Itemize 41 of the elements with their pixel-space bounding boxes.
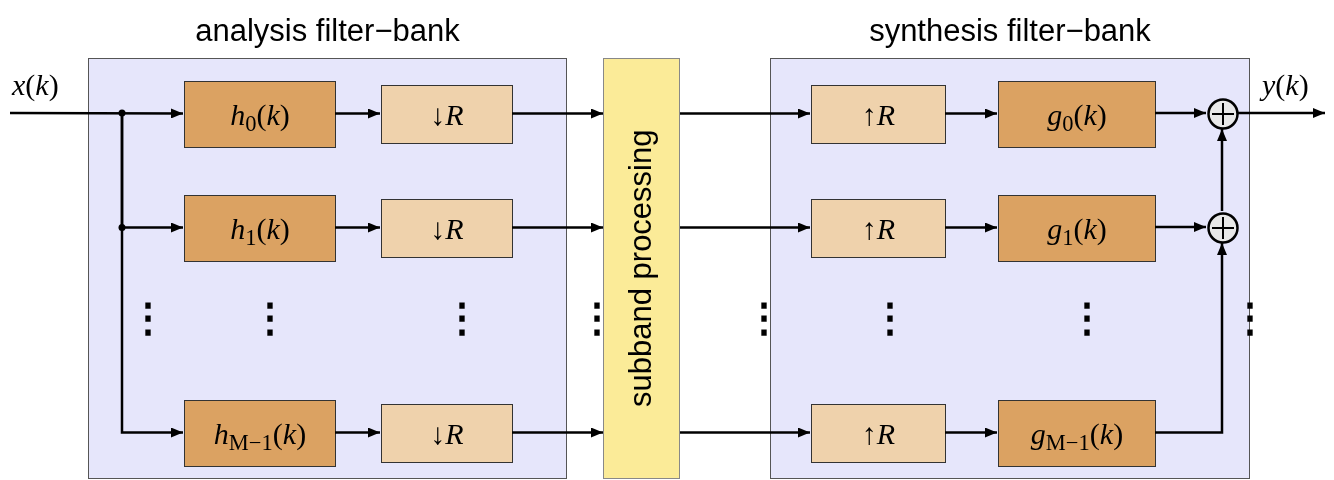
signal-arrow xyxy=(512,427,603,438)
panel-heading: analysis filter−bank xyxy=(194,12,461,50)
ellipsis-dots: ⋮ xyxy=(870,298,910,338)
signal-arrow xyxy=(1155,108,1206,118)
signal-arrow xyxy=(335,108,380,119)
ellipsis-dots: ⋮ xyxy=(744,298,784,338)
signal-arrow xyxy=(680,427,810,438)
rate-change-block: ↑R xyxy=(811,85,946,144)
signal-arrow xyxy=(10,108,183,119)
filter-block: h$_{M−1}$(k) xyxy=(184,400,336,467)
signal-arrow xyxy=(120,113,183,438)
signal-arrow xyxy=(680,222,810,233)
signal-arrow xyxy=(1238,108,1325,118)
ellipsis-dots: ⋮ xyxy=(128,298,168,338)
processing-block: subband processing xyxy=(603,58,680,479)
rate-change-block: ↑R xyxy=(811,199,946,258)
signal-arrow xyxy=(945,427,997,438)
signal-arrow xyxy=(945,222,997,233)
filter-block: h$_{1}$(k) xyxy=(184,195,336,262)
signal-arrow xyxy=(1155,222,1206,232)
signal-arrow xyxy=(335,427,380,438)
rate-change-block: ↓R xyxy=(381,404,513,463)
signal-arrow xyxy=(335,222,380,233)
filter-block: h$_{0}$(k) xyxy=(184,81,336,148)
signal-arrow xyxy=(1217,129,1227,211)
rate-change-block: ↓R xyxy=(381,85,513,144)
signal-label: x(k) xyxy=(12,70,59,100)
signal-arrow xyxy=(680,108,810,119)
filter-block: g$_{M−1}$(k) xyxy=(998,400,1156,467)
rate-change-block: ↑R xyxy=(811,404,946,463)
panel-heading: synthesis filter−bank xyxy=(868,12,1152,50)
ellipsis-dots: ⋮ xyxy=(442,298,482,338)
filter-block: g$_{0}$(k) xyxy=(998,81,1156,148)
signal-arrow xyxy=(512,108,603,119)
signal-arrow xyxy=(1155,243,1227,434)
ellipsis-dots: ⋮ xyxy=(1067,298,1107,338)
ellipsis-dots: ⋮ xyxy=(250,298,290,338)
signal-arrow xyxy=(512,222,603,233)
rate-change-block: ↓R xyxy=(381,199,513,258)
signal-arrow xyxy=(945,108,997,119)
filter-block: g$_{1}$(k) xyxy=(998,195,1156,262)
